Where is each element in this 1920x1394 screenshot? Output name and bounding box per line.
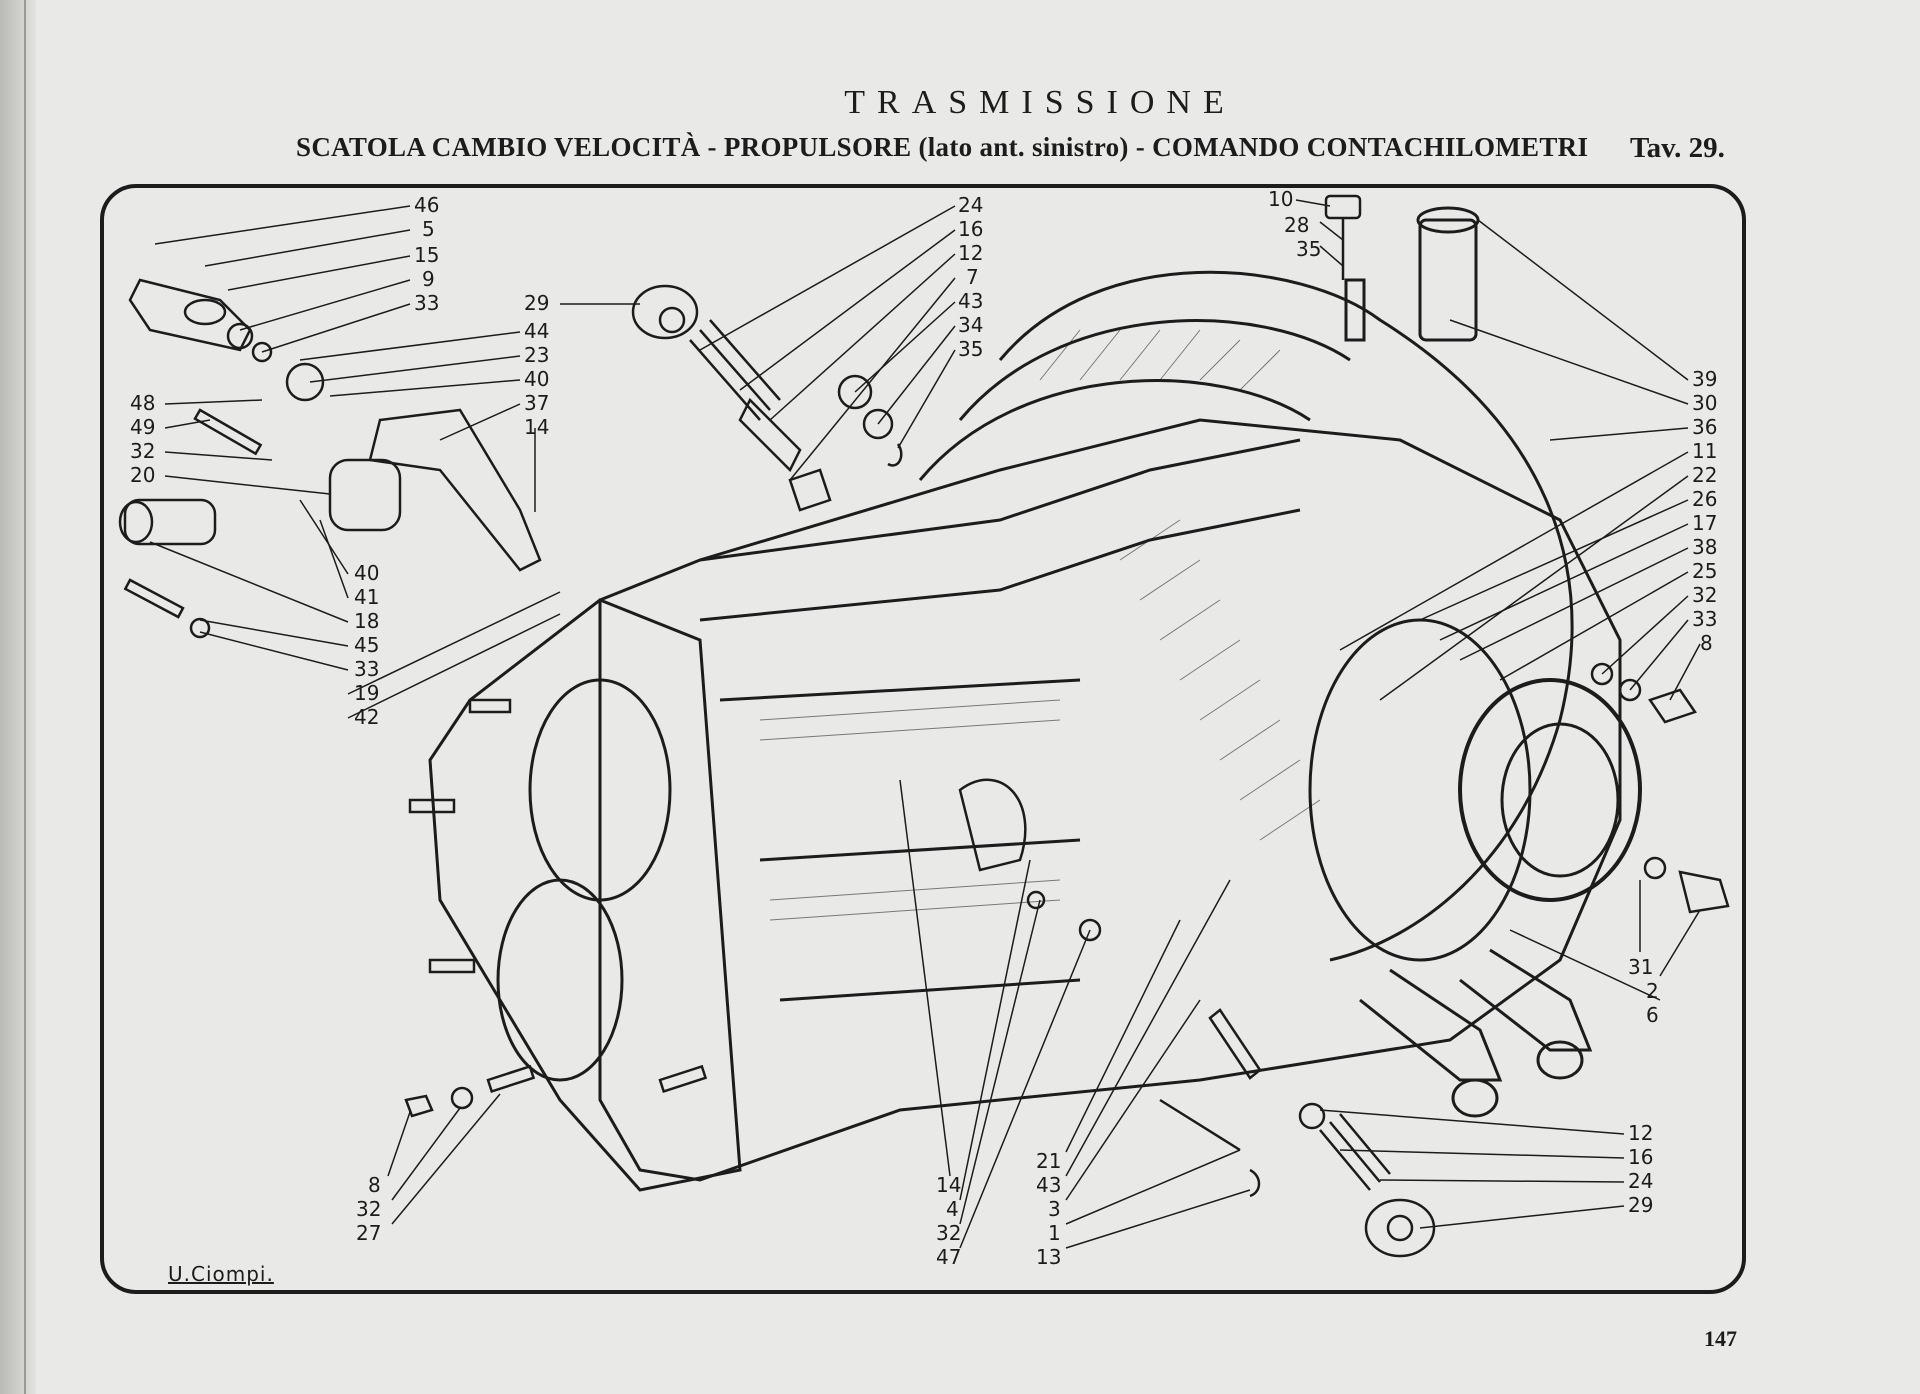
callout-label: 10 (1268, 187, 1293, 211)
callout-label: 32 (1692, 583, 1717, 607)
callout-label: 38 (1692, 535, 1717, 559)
callout-label: 12 (958, 241, 983, 265)
callout-label: 24 (958, 193, 983, 217)
callout-label: 45 (354, 633, 379, 657)
housing-hatching (759, 329, 1321, 921)
callout-label: 32 (936, 1221, 961, 1245)
callout-leader-lines (149, 199, 1701, 1249)
callout-label: 48 (130, 391, 155, 415)
callout-label: 20 (130, 463, 155, 487)
callout-label: 6 (1646, 1003, 1659, 1027)
gearbox-housing (428, 206, 1642, 1192)
callout-label: 23 (524, 343, 549, 367)
callout-label: 32 (130, 439, 155, 463)
callout-label: 30 (1692, 391, 1717, 415)
callout-label: 44 (524, 319, 549, 343)
callout-label: 7 (966, 265, 979, 289)
callout-label: 24 (1628, 1169, 1653, 1193)
callout-label: 37 (524, 391, 549, 415)
callout-label: 34 (958, 313, 983, 337)
callout-label: 9 (422, 267, 435, 291)
callout-label: 47 (936, 1245, 961, 1269)
callout-label: 2 (1646, 979, 1659, 1003)
callout-label: 8 (1700, 631, 1713, 655)
callout-label: 14 (524, 415, 549, 439)
page-title-wrap: TRASMISSIONE (660, 84, 1420, 122)
callout-label: 29 (1628, 1193, 1653, 1217)
callout-label: 21 (1036, 1149, 1061, 1173)
callout-label: 29 (524, 291, 549, 315)
callout-label: 4 (946, 1197, 959, 1221)
callout-label: 32 (356, 1197, 381, 1221)
callout-label: 42 (354, 705, 379, 729)
callout-label: 43 (958, 289, 983, 313)
right-side-parts (958, 662, 1730, 1258)
callout-label: 40 (354, 561, 379, 585)
callout-label: 13 (1036, 1245, 1061, 1269)
page-title: TRASMISSIONE (844, 84, 1236, 121)
callout-label: 33 (354, 657, 379, 681)
callout-label: 19 (354, 681, 379, 705)
callout-label: 15 (414, 243, 439, 267)
page-binding-edge (24, 0, 26, 1394)
selector-spring-parts (631, 194, 1362, 512)
callout-label: 16 (958, 217, 983, 241)
callout-labels: 46 5 15 9 33 29 44 23 40 37 14 48 49 32 … (130, 187, 1717, 1269)
callout-label: 35 (958, 337, 983, 361)
callout-label: 27 (356, 1221, 381, 1245)
callout-label: 11 (1692, 439, 1717, 463)
page-subtitle: SCATOLA CAMBIO VELOCITÀ - PROPULSORE (la… (296, 132, 1589, 162)
callout-label: 35 (1296, 237, 1321, 261)
page-binding-shadow (0, 0, 36, 1394)
callout-label: 5 (422, 217, 435, 241)
callout-label: 31 (1628, 955, 1653, 979)
callout-label: 46 (414, 193, 439, 217)
callout-label: 33 (414, 291, 439, 315)
speedometer-drive-parts (118, 278, 542, 639)
callout-label: 16 (1628, 1145, 1653, 1169)
callout-label: 26 (1692, 487, 1717, 511)
callout-label: 39 (1692, 367, 1717, 391)
callout-label: 25 (1692, 559, 1717, 583)
illustrator-signature: U.Ciompi. (168, 1262, 274, 1286)
callout-label: 8 (368, 1173, 381, 1197)
callout-label: 41 (354, 585, 379, 609)
flange-fasteners (404, 698, 708, 1118)
callout-label: 14 (936, 1173, 961, 1197)
callout-label: 1 (1048, 1221, 1061, 1245)
callout-label: 18 (354, 609, 379, 633)
callout-label: 40 (524, 367, 549, 391)
callout-label: 3 (1048, 1197, 1061, 1221)
callout-label: 36 (1692, 415, 1717, 439)
callout-label: 49 (130, 415, 155, 439)
callout-label: 28 (1284, 213, 1309, 237)
callout-label: 43 (1036, 1173, 1061, 1197)
table-number: Tav. 29. (1630, 132, 1725, 164)
callout-label: 22 (1692, 463, 1717, 487)
callout-label: 12 (1628, 1121, 1653, 1145)
callout-label: 17 (1692, 511, 1717, 535)
callout-label: 33 (1692, 607, 1717, 631)
diagram-frame (100, 184, 1746, 1294)
page-number: 147 (1704, 1326, 1737, 1351)
